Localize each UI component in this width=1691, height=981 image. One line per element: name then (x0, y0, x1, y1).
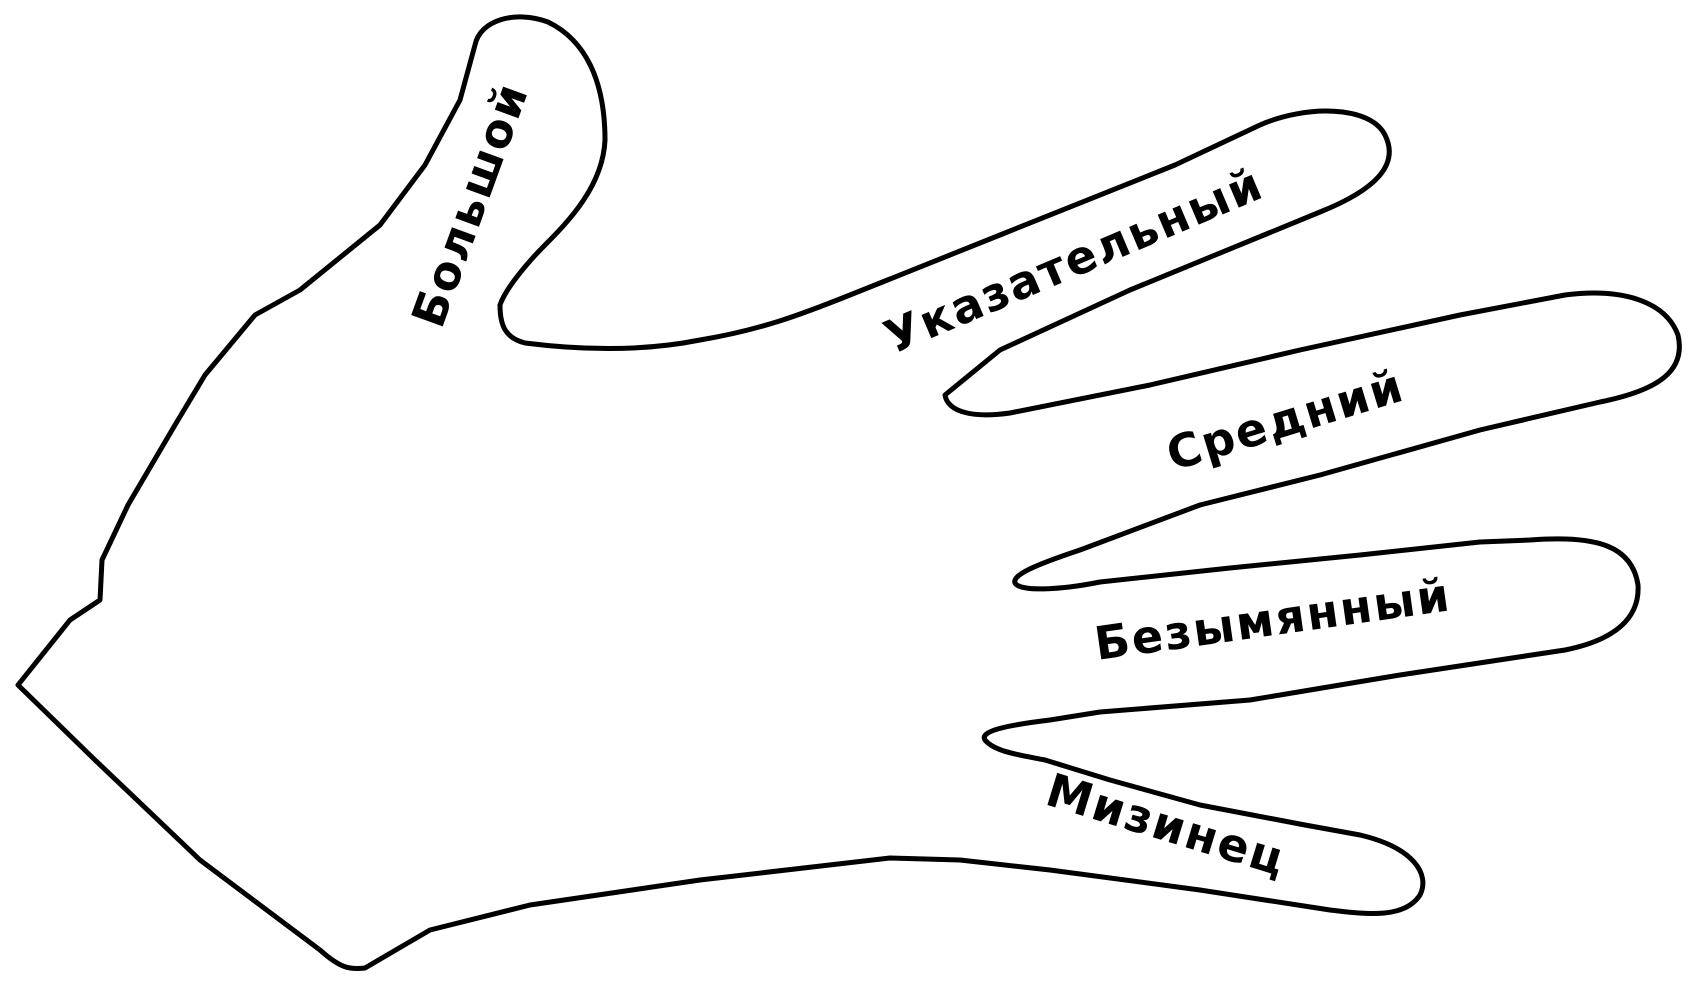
hand-outline (18, 17, 1679, 969)
